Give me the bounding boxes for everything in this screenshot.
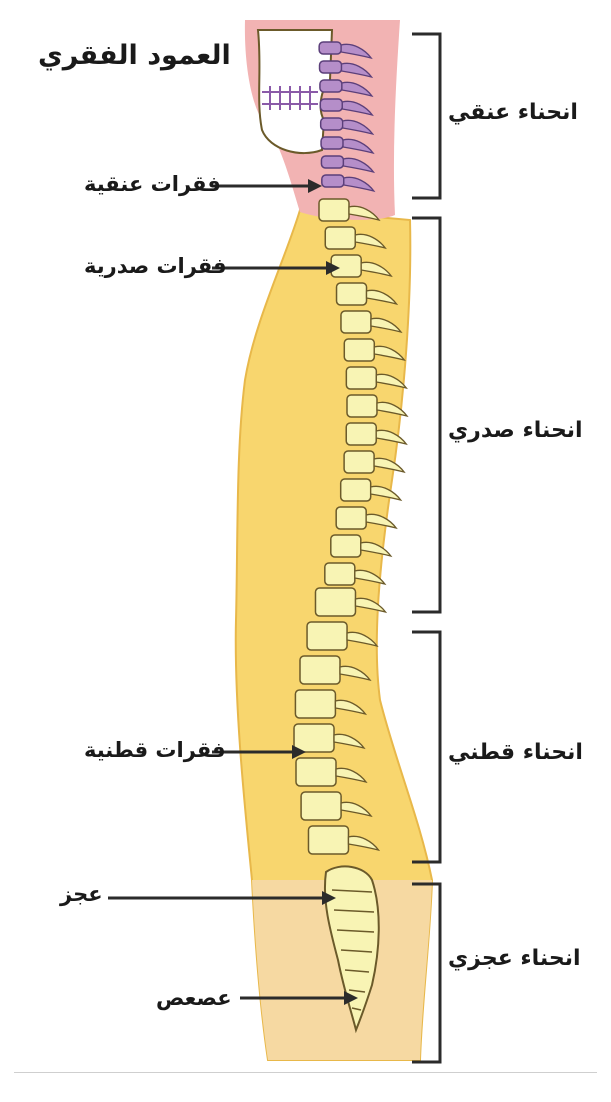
vertebra-body: [331, 535, 361, 557]
label-sacral-curve: انحناء عجزي: [448, 948, 581, 970]
vertebra-body: [346, 423, 376, 445]
vertebra-body: [341, 479, 371, 501]
label-thoracic-vertebrae: فقرات صدرية: [84, 256, 227, 277]
vertebra-body: [296, 758, 336, 786]
vertebra-body: [322, 175, 344, 187]
teeth-icon: [262, 86, 318, 110]
label-cervical-curve: انحناء عنقي: [448, 102, 578, 124]
vertebra-body: [325, 227, 355, 249]
vertebra-body: [341, 311, 371, 333]
vertebra-body: [300, 656, 340, 684]
vertebra-body: [320, 80, 342, 92]
vertebra-body: [319, 42, 341, 54]
vertebra-body: [308, 826, 348, 854]
label-thoracic-curve: انحناء صدري: [448, 420, 583, 442]
vertebra-body: [336, 507, 366, 529]
vertebra-body: [307, 622, 347, 650]
vertebra-body: [321, 118, 343, 130]
vertebra-body: [321, 137, 343, 149]
bracket-thoracic-curve: [412, 218, 440, 612]
vertebra-body: [337, 283, 367, 305]
bottom-divider: [14, 1072, 597, 1073]
label-coccyx: عصعص: [156, 988, 232, 1009]
diagram-title: العمود الفقري: [38, 42, 231, 69]
label-lumbar-curve: انحناء قطني: [448, 742, 583, 764]
vertebra-body: [347, 395, 377, 417]
vertebra-body: [344, 451, 374, 473]
label-sacrum: عجز: [60, 884, 103, 905]
vertebra-body: [320, 99, 342, 111]
vertebra-body: [315, 588, 355, 616]
vertebra-body: [321, 156, 343, 168]
vertebra-body: [294, 724, 334, 752]
vertebra-body: [295, 690, 335, 718]
label-cervical-vertebrae: فقرات عنقية: [84, 174, 221, 195]
vertebra-body: [346, 367, 376, 389]
vertebra-body: [344, 339, 374, 361]
vertebra-body: [320, 61, 342, 73]
vertebra-body: [319, 199, 349, 221]
vertebra-body: [325, 563, 355, 585]
bracket-cervical-curve: [412, 34, 440, 198]
vertebra-body: [301, 792, 341, 820]
label-lumbar-vertebrae: فقرات قطنية: [84, 740, 226, 761]
